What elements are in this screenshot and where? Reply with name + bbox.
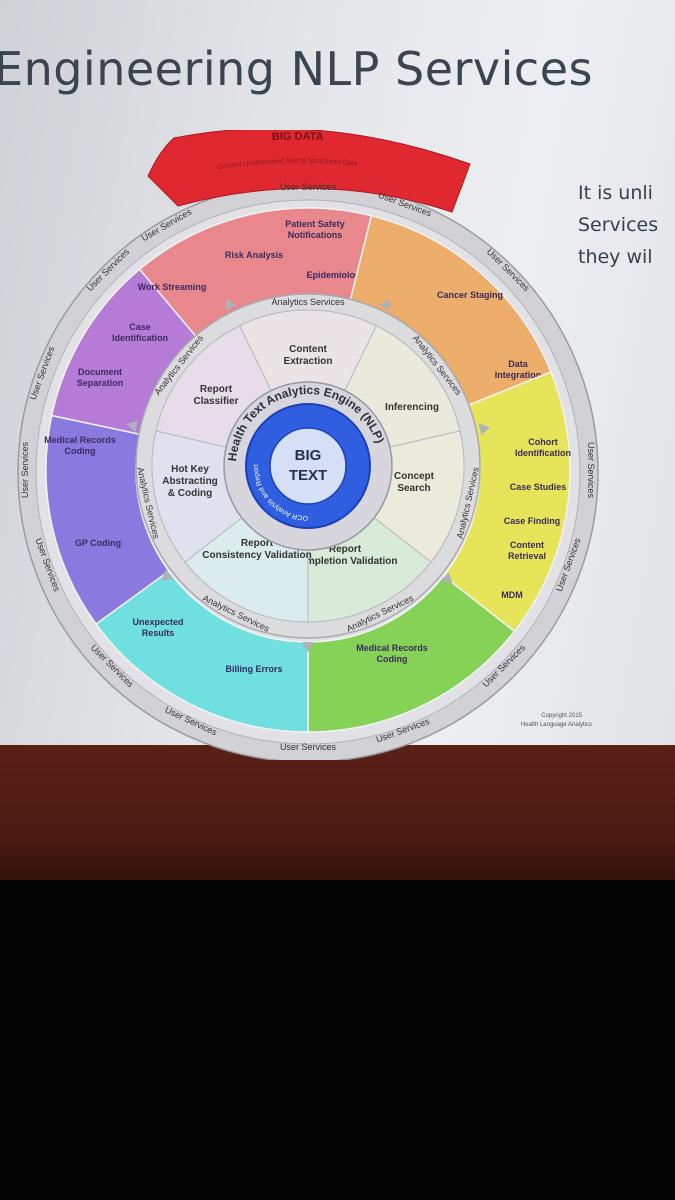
segment-item-label: Epidemiology bbox=[306, 270, 365, 280]
segment-item-label: Identification bbox=[515, 448, 571, 458]
analytics-segment-label: Report bbox=[329, 544, 362, 555]
side-text-line-1: It is unli bbox=[578, 182, 653, 204]
analytics-segment-label: & Coding bbox=[168, 488, 212, 499]
user-services-label: User Services bbox=[280, 182, 337, 192]
side-text-line-2: Services bbox=[578, 214, 659, 236]
core-label-2: TEXT bbox=[289, 467, 327, 484]
segment-item-label: Case Studies bbox=[510, 482, 567, 492]
user-services-label: User Services bbox=[586, 442, 596, 499]
arrow-marker bbox=[379, 298, 391, 311]
analytics-segment-label: Abstracting bbox=[162, 476, 218, 487]
side-text-line-3: they wil bbox=[578, 246, 653, 268]
segment-item-label: Case bbox=[129, 322, 151, 332]
segment-item-label: Medical Records bbox=[356, 643, 428, 653]
analytics-segment-label: Concept bbox=[394, 471, 435, 482]
segment-item-label: MDM bbox=[501, 590, 523, 600]
dark-floor bbox=[0, 880, 675, 1200]
analytics-segment-label: Extraction bbox=[284, 356, 333, 367]
segment-item-label: Content bbox=[510, 540, 544, 550]
segment-item-label: Cohort bbox=[528, 437, 558, 447]
svg-text:BIG DATA: BIG DATA bbox=[272, 131, 324, 144]
core-inner bbox=[269, 427, 347, 505]
segment-item-label: Notifications bbox=[288, 230, 343, 240]
segment-item-label: Work Streaming bbox=[138, 282, 207, 292]
analytics-segment-label: Completion Validation bbox=[292, 556, 397, 567]
segment-item-label: Medical Records bbox=[44, 435, 116, 445]
segment-item-label: Results bbox=[142, 628, 175, 638]
slide-title: Engineering NLP Services bbox=[0, 42, 593, 96]
segment-item-label: Coding bbox=[65, 446, 96, 456]
segment-item-label: Document bbox=[78, 367, 122, 377]
core-label-1: BIG bbox=[295, 447, 322, 464]
arrow-marker bbox=[441, 572, 453, 584]
banner-title: BIG DATA bbox=[272, 131, 324, 144]
segment-item-label: Cancer Staging bbox=[437, 290, 503, 300]
analytics-segment-label: Consistency Validation bbox=[202, 550, 311, 561]
copyright-line-1: Copyright 2015 bbox=[541, 713, 582, 719]
segment-item-label: Separation bbox=[77, 378, 124, 388]
nlp-services-wheel: BIG DATA Convert Unstructured Text to St… bbox=[17, 130, 599, 760]
arrow-marker bbox=[126, 420, 138, 433]
analytics-segment-label: Search bbox=[397, 483, 430, 494]
segment-item-label: Coding bbox=[377, 654, 408, 664]
segment-item-label: Integration bbox=[495, 370, 542, 380]
segment-item-label: Risk Analysis bbox=[225, 250, 283, 260]
arrow-marker bbox=[225, 298, 237, 311]
analytics-services-label: Analytics Services bbox=[271, 297, 345, 307]
segment-item-label: Case Finding bbox=[504, 516, 561, 526]
segment-item-label: Data bbox=[508, 359, 529, 369]
segment-item-label: Retrieval bbox=[508, 551, 546, 561]
analytics-segment-label: Classifier bbox=[193, 396, 238, 407]
copyright-line-2: Health Language Analytics bbox=[521, 722, 592, 728]
segment-item-label: Billing Errors bbox=[225, 664, 282, 674]
analytics-segment-label: Hot Key bbox=[171, 464, 209, 475]
segment-item-label: Identification bbox=[112, 333, 168, 343]
arrow-marker bbox=[302, 642, 314, 652]
floor-area bbox=[0, 745, 675, 895]
segment-item-label: GP Coding bbox=[75, 538, 121, 548]
arrow-marker bbox=[478, 423, 490, 436]
arrow-marker bbox=[161, 569, 174, 581]
analytics-segment-label: Report bbox=[241, 538, 274, 549]
analytics-segment-label: Inferencing bbox=[385, 402, 439, 413]
big-data-banner bbox=[147, 130, 471, 213]
user-services-label: User Services bbox=[280, 742, 337, 752]
segment-item-label: Unexpected bbox=[132, 617, 183, 627]
segment-item-label: Patient Safety bbox=[285, 219, 345, 229]
analytics-segment-label: Report bbox=[200, 384, 233, 395]
analytics-segment-label: Content bbox=[289, 344, 327, 355]
user-services-label: User Services bbox=[20, 441, 30, 498]
